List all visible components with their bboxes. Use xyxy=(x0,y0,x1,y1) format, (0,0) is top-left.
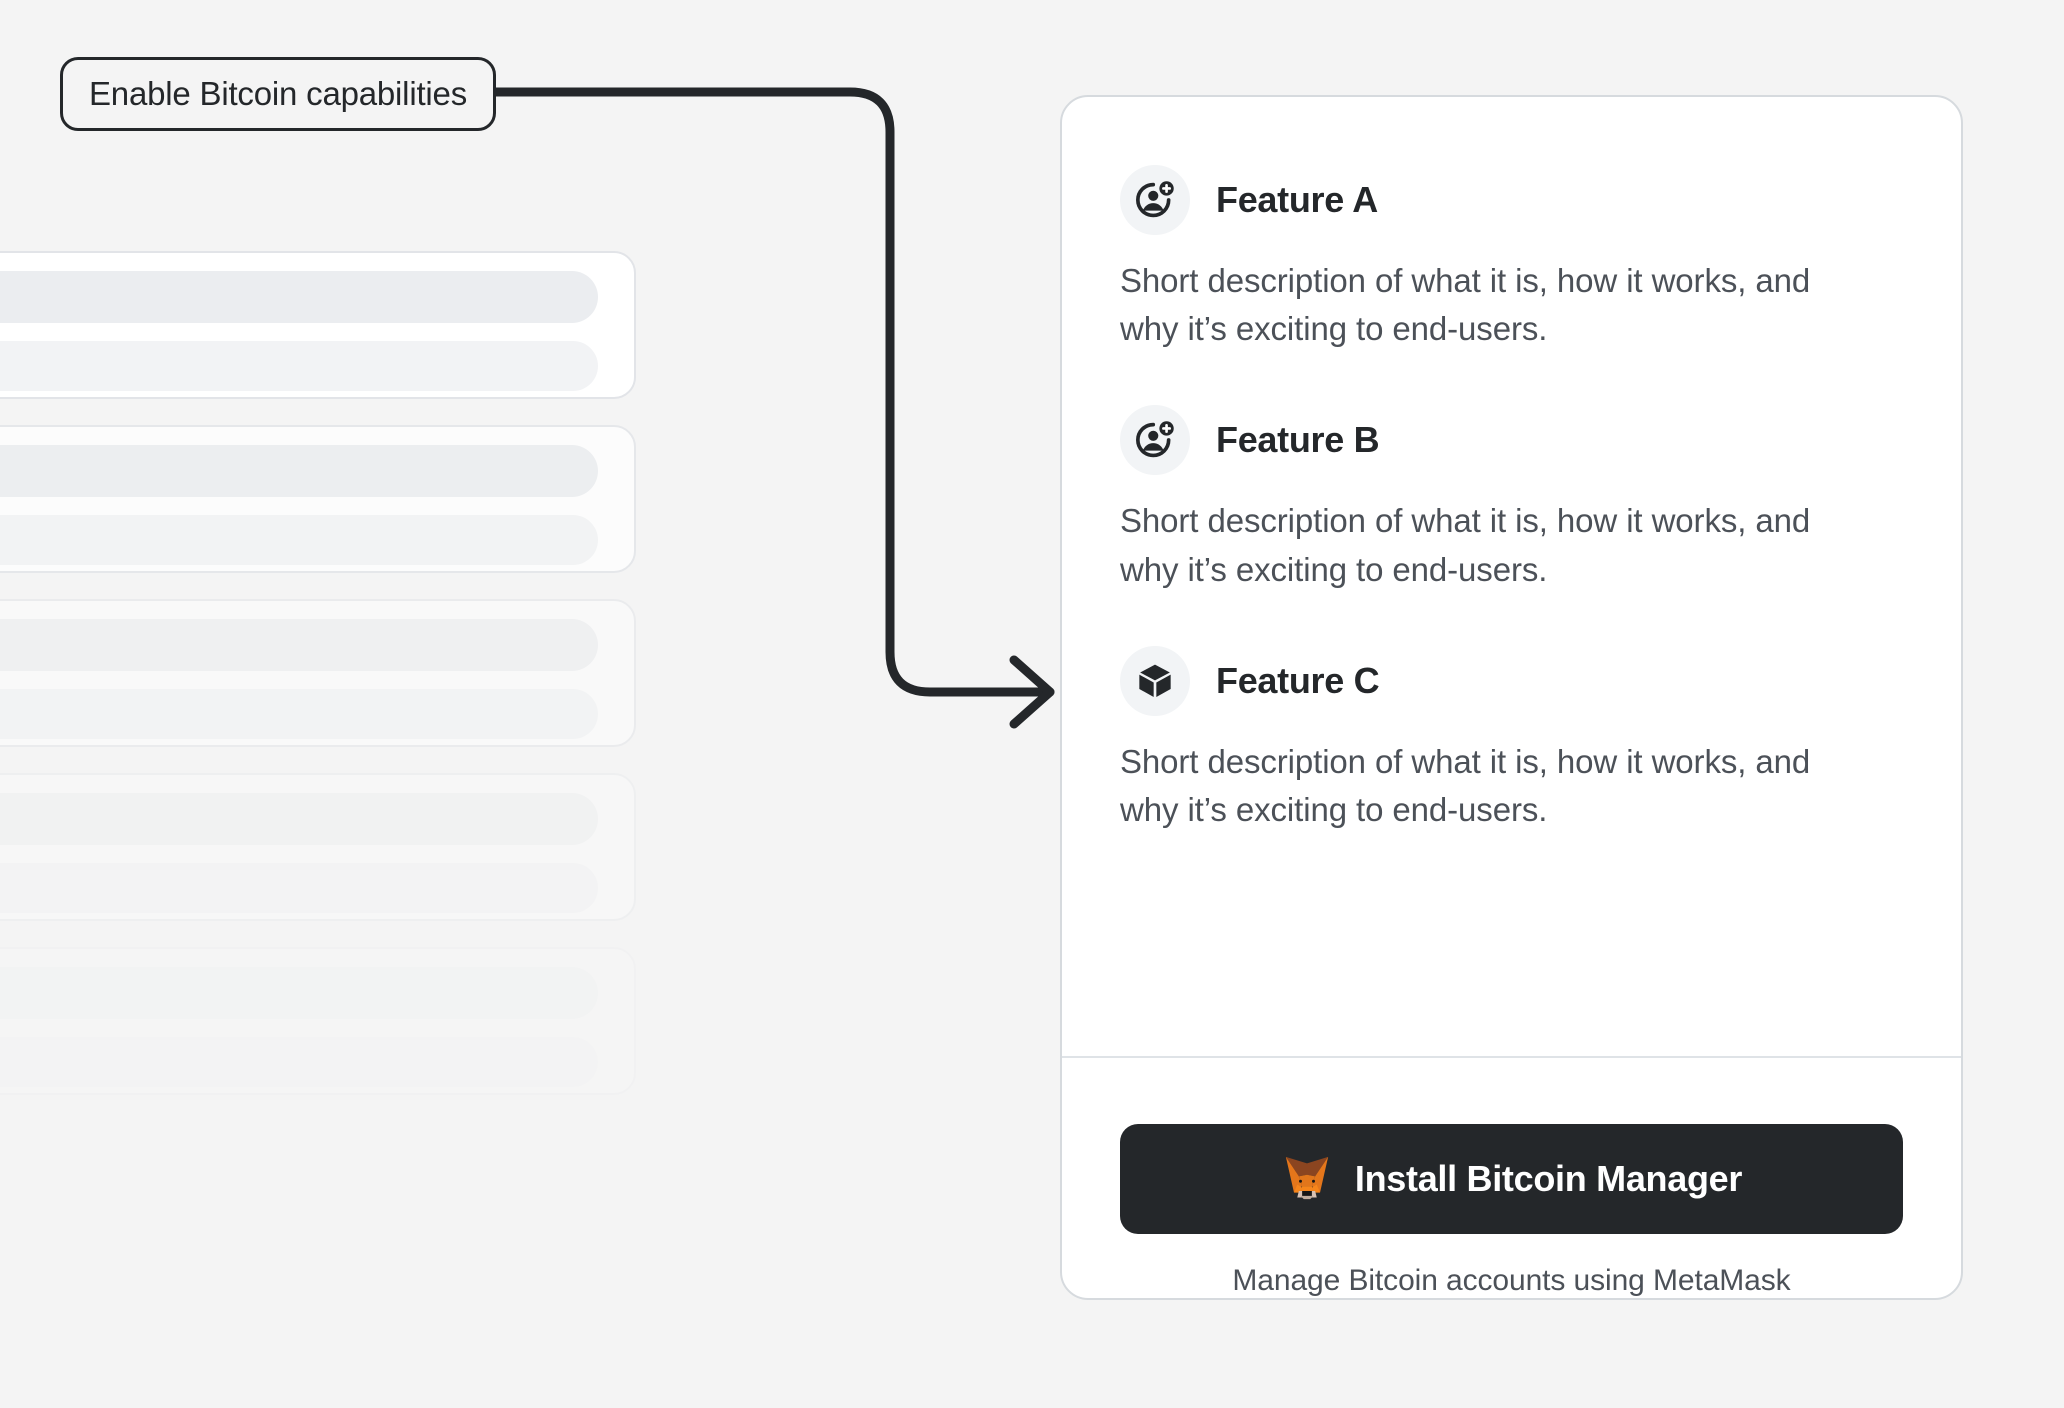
metamask-fox-icon xyxy=(1281,1152,1333,1207)
cube-icon xyxy=(1120,645,1190,716)
skeleton-bar-secondary xyxy=(0,863,598,913)
user-plus-icon xyxy=(1120,165,1190,235)
skeleton-placeholder-column xyxy=(0,251,640,1121)
install-bitcoin-manager-button[interactable]: Install Bitcoin Manager xyxy=(1120,1124,1903,1234)
feature-title: Feature A xyxy=(1216,179,1379,220)
skeleton-bar-primary xyxy=(0,619,598,671)
feature-list: Feature A Short description of what it i… xyxy=(1062,97,1961,1004)
feature-item-a: Feature A Short description of what it i… xyxy=(1120,165,1903,353)
feature-description: Short description of what it is, how it … xyxy=(1120,502,1811,588)
feature-item-b: Feature B Short description of what it i… xyxy=(1120,405,1903,593)
panel-divider xyxy=(1062,1056,1961,1058)
install-button-label: Install Bitcoin Manager xyxy=(1354,1158,1743,1199)
panel-footer: Install Bitcoin Manager Manage Bitcoin a… xyxy=(1062,1058,1961,1298)
skeleton-bar-secondary xyxy=(0,341,598,391)
skeleton-card xyxy=(0,773,636,921)
skeleton-card xyxy=(0,425,636,573)
skeleton-bar-primary xyxy=(0,967,598,1019)
skeleton-bar-secondary xyxy=(0,1037,598,1087)
callout-label-text: Enable Bitcoin capabilities xyxy=(89,75,467,112)
feature-description: Short description of what it is, how it … xyxy=(1120,742,1811,828)
skeleton-bar-secondary xyxy=(0,689,598,739)
callout-label: Enable Bitcoin capabilities xyxy=(60,57,496,131)
skeleton-bar-primary xyxy=(0,793,598,845)
feature-item-c: Feature C Short description of what it i… xyxy=(1120,645,1903,834)
skeleton-card xyxy=(0,599,636,747)
feature-title: Feature B xyxy=(1216,419,1380,461)
user-plus-icon xyxy=(1120,405,1190,476)
arrow-right-icon xyxy=(1009,655,1055,729)
feature-panel: Feature A Short description of what it i… xyxy=(1060,95,1963,1300)
skeleton-bar-secondary xyxy=(0,515,598,565)
skeleton-card xyxy=(0,251,636,399)
install-caption: Manage Bitcoin accounts using MetaMask xyxy=(1232,1264,1791,1297)
skeleton-card xyxy=(0,947,636,1095)
skeleton-bar-primary xyxy=(0,271,598,323)
feature-description: Short description of what it is, how it … xyxy=(1120,262,1811,348)
feature-header: Feature A xyxy=(1120,165,1903,235)
feature-title: Feature C xyxy=(1216,659,1380,701)
feature-header: Feature B xyxy=(1120,405,1903,476)
skeleton-bar-primary xyxy=(0,445,598,497)
feature-header: Feature C xyxy=(1120,645,1903,716)
